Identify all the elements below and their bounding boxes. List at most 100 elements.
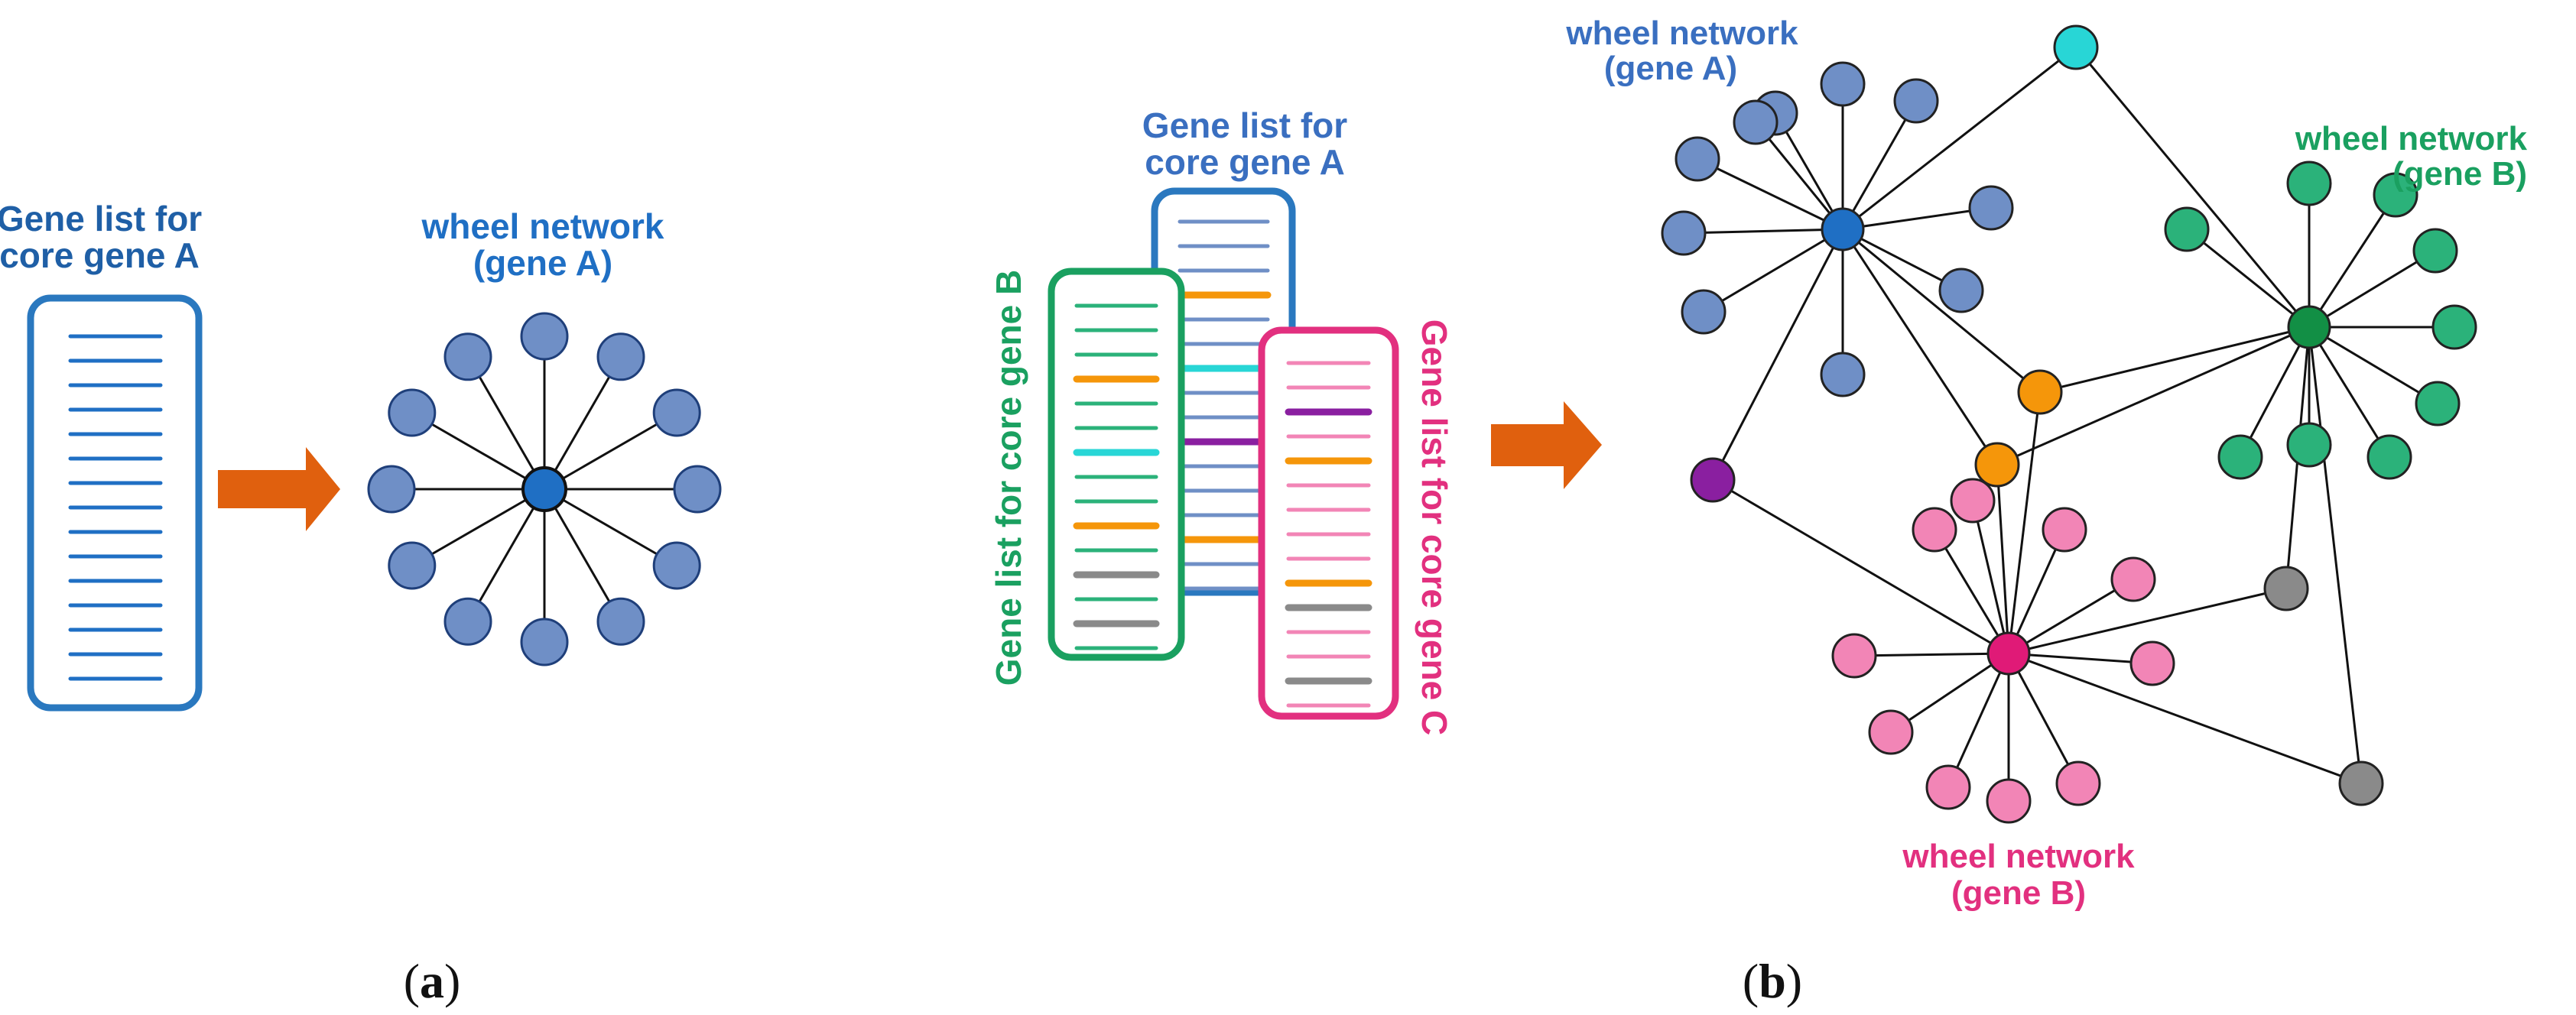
orange-node-2 [1974, 442, 2020, 488]
network-edge-26 [1890, 652, 2009, 734]
wheel-a-node-3 [652, 388, 701, 437]
blue-leaf-node-1 [1675, 136, 1720, 182]
network-edge-33 [1712, 478, 2009, 655]
panel-a: Gene list for core gene A wheel network … [0, 199, 722, 1008]
panel-b-wheel-a-title-1: wheel network [1565, 15, 1798, 52]
pink-leaf-node-6 [1831, 633, 1877, 679]
panel-a-wheel-network [367, 312, 722, 666]
panel-b-wheel-green-title-1: wheel network [2295, 120, 2528, 157]
network-edge-5 [1842, 206, 1992, 231]
cyan-node [2053, 24, 2099, 70]
green-leaf-node-9 [2217, 434, 2263, 480]
wheel-a-edge-3 [544, 411, 677, 491]
network-edge-23 [2008, 578, 2134, 655]
network-edge-42 [2008, 587, 2287, 655]
pink-leaf-node-7 [1868, 709, 1914, 755]
wheel-a-node-11 [388, 388, 437, 437]
blue-hub-node [1821, 207, 1865, 251]
wheel-a-edge-12 [466, 356, 546, 490]
network-edge-34 [1842, 228, 2041, 394]
panel-b-list-b-box [1048, 268, 1185, 661]
wheel-a-node-7 [520, 618, 569, 666]
network-edge-16 [2308, 326, 2438, 405]
network-edge-41 [2308, 326, 2363, 784]
wheel-a-node-8 [443, 597, 492, 646]
network-edge-22 [2007, 529, 2066, 654]
panel-b-list-b-lines [1073, 303, 1160, 650]
network-edge-27 [1947, 653, 2010, 788]
pink-leaf-node-10 [2055, 760, 2101, 806]
panel-b-list-a-lines [1176, 219, 1272, 591]
network-edge-4 [1841, 100, 1918, 230]
network-edge-38 [2007, 391, 2042, 654]
pink-leaf-node-3 [2042, 507, 2087, 553]
green-leaf-node-7 [2366, 434, 2412, 480]
network-edge-37 [1996, 326, 2310, 466]
blue-leaf-node-4 [1893, 78, 1939, 124]
panel-a-caption: (a) [404, 954, 461, 1008]
panel-b-list-c-lines [1285, 361, 1372, 708]
wheel-a-node-9 [388, 541, 437, 590]
pink-leaf-node-2 [1950, 478, 1996, 524]
pink-leaf-node-4 [2110, 556, 2156, 602]
blue-leaf-node-7 [1681, 289, 1727, 335]
wheel-a-hub [521, 466, 567, 512]
panel-b-list-a-title-1: Gene list for [1142, 105, 1347, 145]
panel-b-wheel-pink-title-2: (gene B) [1951, 874, 2086, 912]
orange-node-1 [2017, 369, 2063, 415]
green-leaf-node-2 [2286, 161, 2332, 206]
wheel-a-edge-2 [543, 356, 622, 490]
panel-b-arrow [1491, 401, 1602, 489]
wheel-a-edge-6 [543, 488, 622, 622]
panel-b-wheel-green-title-2: (gene B) [2392, 155, 2527, 193]
pink-leaf-node-8 [1925, 764, 1971, 810]
network-edge-19 [2239, 326, 2311, 458]
wheel-a-node-12 [443, 332, 492, 381]
network-edge-35 [1841, 229, 1999, 465]
panel-b-network-nodes [1661, 24, 2477, 824]
panel-b-network: wheel network (gene A) wheel network (ge… [1565, 15, 2527, 1008]
network-edge-43 [2008, 652, 2362, 785]
network-edge-32 [1711, 229, 1844, 481]
wheel-a-node-5 [652, 541, 701, 590]
panel-b-list-a-title-2: core gene A [1145, 142, 1345, 182]
wheel-a-node-6 [596, 597, 645, 646]
green-leaf-node-8 [2286, 422, 2332, 468]
wheel-a-node-4 [673, 465, 722, 514]
panel-a-wheel-title-1: wheel network [421, 206, 664, 246]
green-leaf-node-6 [2415, 381, 2461, 426]
green-hub-node [2287, 305, 2331, 349]
pink-hub-node [1986, 631, 2031, 676]
blue-leaf-node-10 [1733, 99, 1779, 145]
network-edge-20 [1933, 529, 2010, 654]
panel-b-list-b-title: Gene list for core gene B [989, 270, 1028, 686]
gray-node-1 [2263, 566, 2309, 611]
network-edge-13 [2308, 194, 2397, 328]
panel-a-gene-list-title-2: core gene A [0, 235, 200, 275]
green-leaf-node-4 [2412, 228, 2458, 274]
network-edge-36 [2039, 326, 2310, 394]
network-edge-30 [1842, 46, 2077, 231]
panel-b-lists: Gene list for core gene A Gene list for … [989, 105, 1602, 735]
network-edge-39 [1996, 464, 2010, 654]
network-edge-14 [2308, 249, 2436, 329]
wheel-a-node-10 [367, 465, 416, 514]
wheel-a-edge-8 [466, 488, 546, 622]
network-edge-17 [2308, 326, 2391, 458]
network-edge-29 [2007, 653, 2080, 784]
network-edge-11 [2186, 228, 2310, 329]
wheel-a-node-2 [596, 332, 645, 381]
network-edge-10 [1754, 122, 1844, 230]
panel-a-wheel-title-2: (gene A) [473, 243, 612, 283]
panel-b-list-c-title: Gene list for core gene C [1415, 319, 1454, 735]
panel-b-wheel-a-title-2: (gene A) [1604, 50, 1737, 87]
green-leaf-node-5 [2431, 304, 2477, 350]
pink-leaf-node-9 [1986, 778, 2032, 824]
wheel-a-edge-9 [411, 488, 545, 567]
green-leaf-node-1 [2164, 206, 2210, 252]
network-edge-6 [1683, 228, 1843, 235]
wheel-a-node-1 [520, 312, 569, 361]
blue-leaf-node-5 [1968, 185, 2014, 231]
wheel-a-edge-11 [411, 411, 545, 491]
